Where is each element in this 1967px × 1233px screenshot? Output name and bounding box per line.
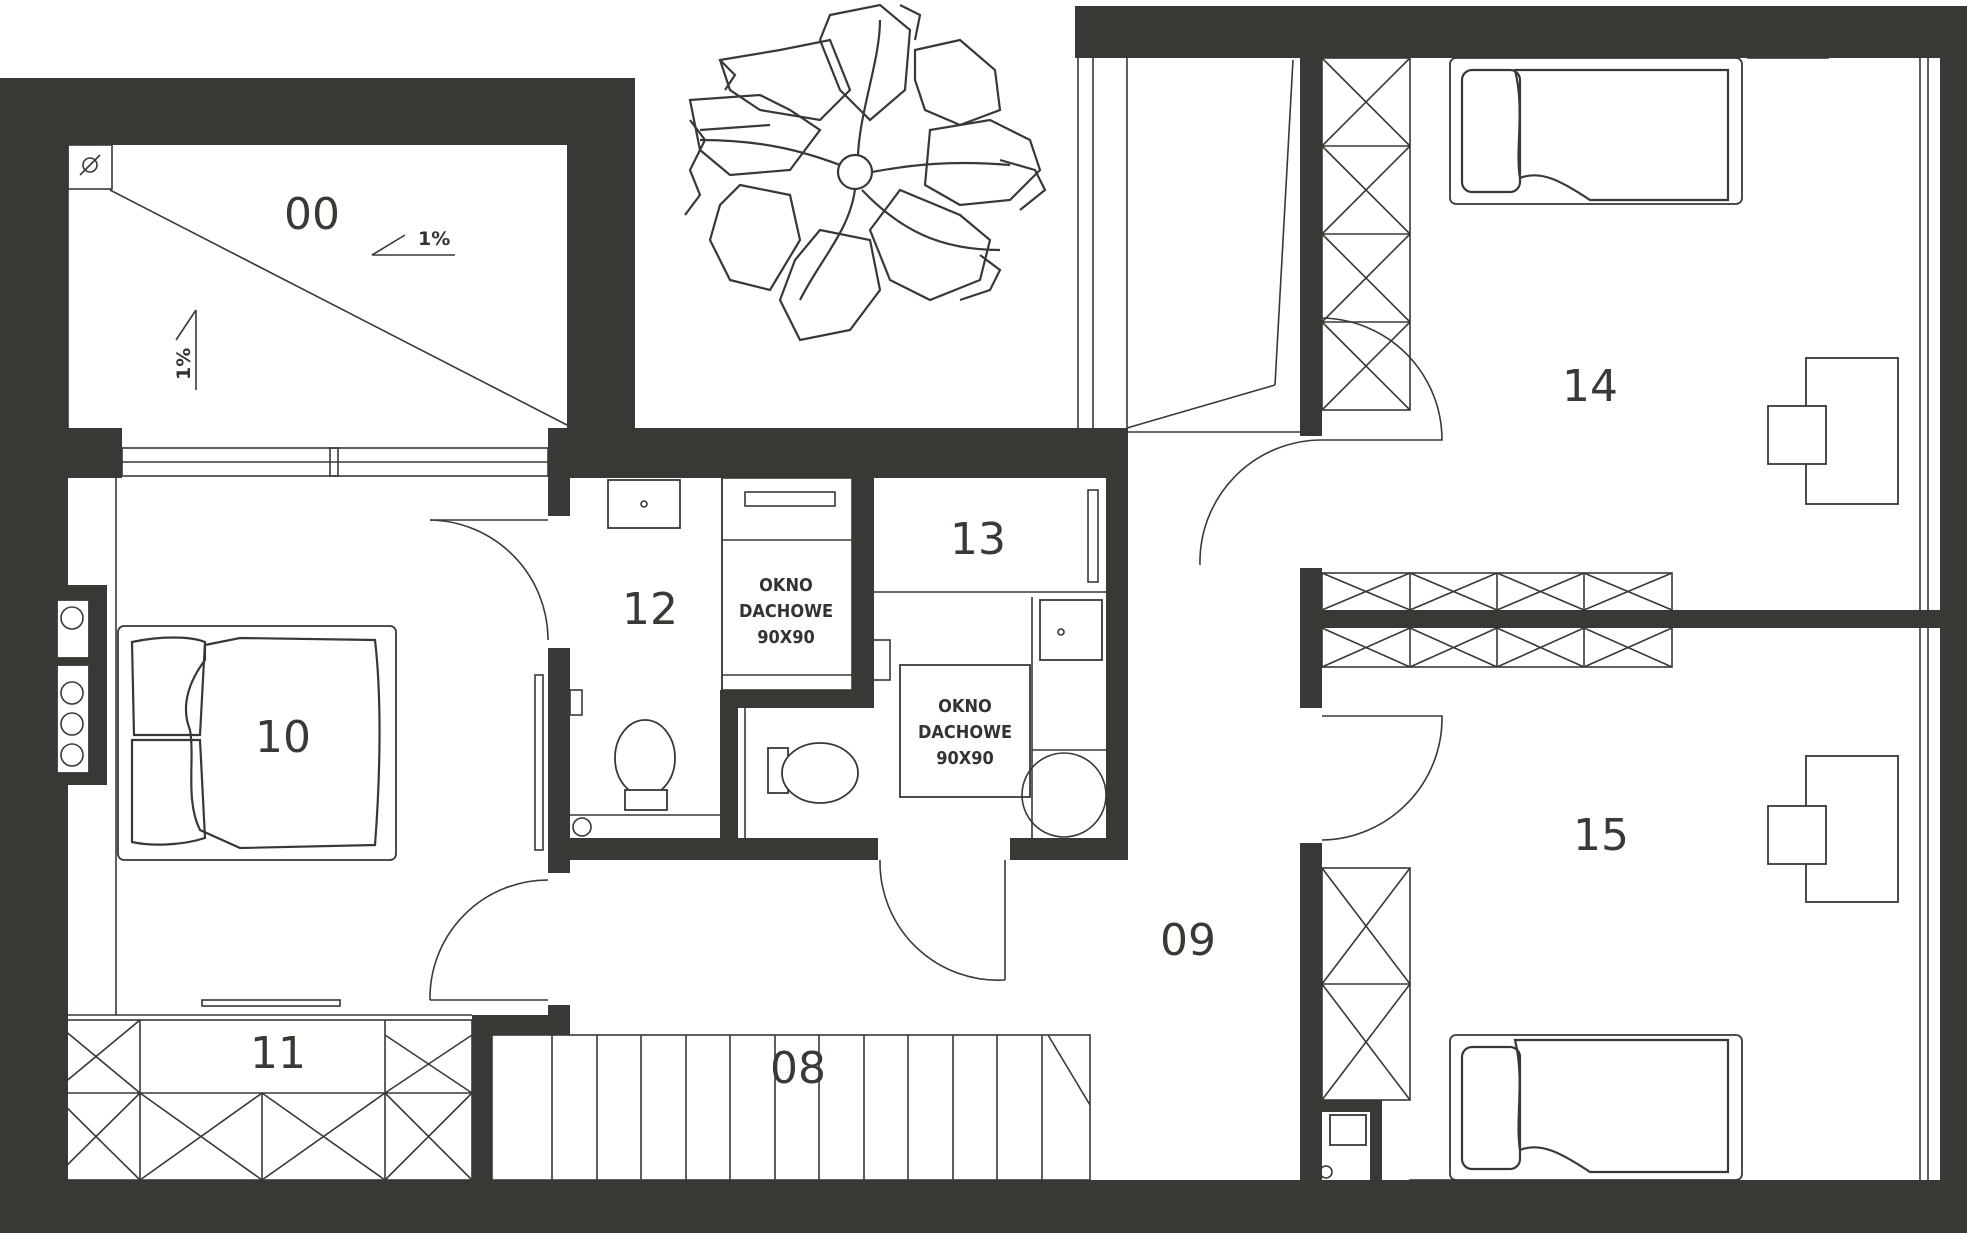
room-labels: 00 08 09 10 11 12 13 14 15 OKNO DACHOWE … (250, 189, 1629, 1094)
details: 1% 1% (51, 3, 1929, 1211)
skylight-1-line2: DACHOWE (739, 601, 833, 622)
room-label-10: 10 (255, 712, 311, 763)
skylight-2-line3: 90X90 (936, 748, 994, 769)
skylight-1-line1: OKNO (759, 575, 813, 596)
tree-icon (684, 3, 1047, 342)
slope-label-vertical: 1% (173, 348, 195, 380)
skylight-1-line3: 90X90 (757, 627, 815, 648)
room-label-14: 14 (1562, 361, 1618, 412)
skylight-2-line1: OKNO (938, 696, 992, 717)
room-label-11: 11 (250, 1028, 306, 1079)
skylight-2-line2: DACHOWE (918, 722, 1012, 743)
room-label-13: 13 (950, 514, 1006, 565)
room-label-00: 00 (284, 189, 340, 240)
room-label-09: 09 (1160, 915, 1216, 966)
room-label-08: 08 (770, 1043, 826, 1094)
slope-label-horizontal: 1% (418, 228, 450, 250)
room-label-12: 12 (622, 584, 678, 635)
room-label-15: 15 (1573, 810, 1629, 861)
